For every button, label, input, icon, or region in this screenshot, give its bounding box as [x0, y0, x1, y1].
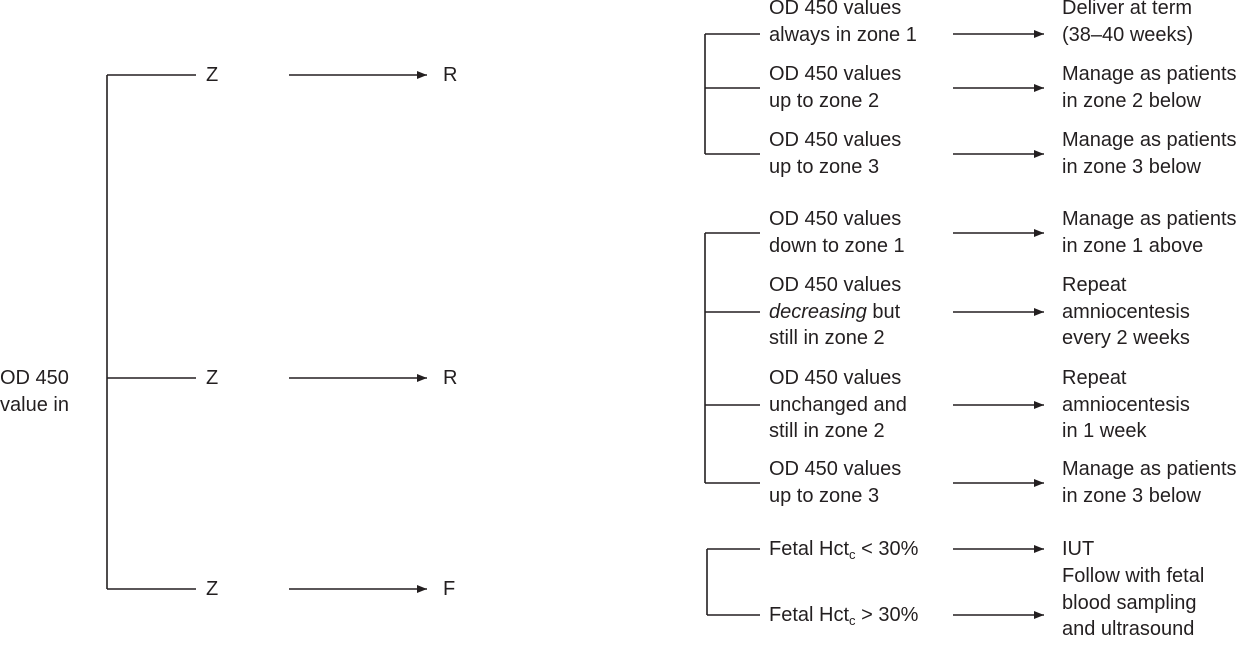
- condition-label: Fetal Hctc > 30%: [769, 602, 918, 629]
- condition-label: OD 450 values up to zone 3: [769, 127, 901, 180]
- condition-label-line: always in zone 1: [769, 23, 917, 46]
- result-label-line: Manage as patients: [1062, 63, 1237, 85]
- zone-label-3: Z: [206, 576, 218, 603]
- root-label-line: value in: [0, 393, 69, 416]
- condition-label-line: OD 450 values: [769, 458, 902, 480]
- result-label: IUT: [1062, 536, 1094, 563]
- result-label-line: blood sampling: [1062, 591, 1197, 614]
- zone-action-2: R: [443, 365, 457, 392]
- result-label-line: in zone 3 below: [1062, 155, 1201, 178]
- result-label-line: every 2 weeks: [1062, 327, 1190, 349]
- hct-text: Fetal Hct: [769, 537, 850, 560]
- result-label-line: Follow with fetal: [1062, 565, 1205, 587]
- result-label-line: in zone 2 below: [1062, 89, 1201, 112]
- condition-label-line: decreasing but: [769, 300, 901, 323]
- condition-label-line: up to zone 2: [769, 89, 880, 112]
- condition-label-line: OD 450 values: [769, 63, 902, 85]
- hct-subscript: c: [849, 546, 856, 562]
- zone-label-2: Z: [206, 365, 218, 392]
- zone-action-3: F: [443, 576, 455, 603]
- result-label: Manage as patients in zone 3 below: [1062, 127, 1237, 180]
- zone-label-3-line: Z: [206, 577, 219, 600]
- result-label: Deliver at term (38–40 weeks): [1062, 0, 1193, 48]
- condition-label: OD 450 values always in zone 1: [769, 0, 917, 48]
- condition-label-line: OD 450 values: [769, 208, 902, 230]
- condition-label: OD 450 values unchanged and still in zone …: [769, 365, 907, 445]
- zone-label-1-line: Z: [206, 63, 219, 86]
- result-label-line: Repeat: [1062, 367, 1127, 389]
- emphasis-text: decreasing: [769, 300, 867, 323]
- result-label-line: in zone 3 below: [1062, 484, 1201, 507]
- zone-label-2-line: Z: [206, 366, 219, 389]
- result-label-line: IUT: [1062, 537, 1095, 560]
- condition-label: OD 450 values up to zone 3: [769, 456, 901, 509]
- condition-label-line: OD 450 values: [769, 274, 902, 296]
- result-label-line: Manage as patients: [1062, 208, 1237, 230]
- result-label-line: and ultrasound: [1062, 618, 1195, 640]
- condition-label-line: up to zone 3: [769, 155, 880, 178]
- zone-action-2-line: R: [443, 366, 458, 389]
- root-label-line: OD 450: [0, 367, 69, 389]
- zone-label-1: Z: [206, 62, 218, 89]
- hct-threshold: > 30%: [855, 603, 919, 626]
- condition-label-line: still in zone 2: [769, 420, 885, 442]
- condition-label: OD 450 values up to zone 2: [769, 61, 901, 114]
- result-label: Manage as patients in zone 1 above: [1062, 206, 1237, 259]
- result-label-line: Manage as patients: [1062, 458, 1237, 480]
- condition-label-line: OD 450 values: [769, 0, 902, 19]
- result-label: Repeat amniocentesis every 2 weeks: [1062, 272, 1190, 352]
- condition-label: OD 450 values decreasing but still in zone…: [769, 272, 901, 352]
- condition-label-line: still in zone 2: [769, 327, 885, 349]
- zone-action-3-line: F: [443, 577, 456, 600]
- result-label: Manage as patients in zone 3 below: [1062, 456, 1237, 509]
- condition-label-line: up to zone 3: [769, 484, 880, 507]
- result-label: Manage as patients in zone 2 below: [1062, 61, 1237, 114]
- hct-text: Fetal Hct: [769, 603, 850, 626]
- condition-label-line: down to zone 1: [769, 234, 905, 257]
- result-label-line: amniocentesis: [1062, 393, 1190, 416]
- result-label-line: in 1 week: [1062, 420, 1147, 442]
- zone-action-1-line: R: [443, 63, 458, 86]
- result-label: Repeat amniocentesis in 1 week: [1062, 365, 1190, 445]
- condition-label-line: OD 450 values: [769, 367, 902, 389]
- zone-action-1: R: [443, 62, 457, 89]
- condition-label-line: unchanged and: [769, 393, 907, 416]
- result-label-line: Repeat: [1062, 274, 1127, 296]
- result-label: Follow with fetal blood sampling and ultra…: [1062, 563, 1204, 643]
- result-label-line: Manage as patients: [1062, 129, 1237, 151]
- condition-label-line: OD 450 values: [769, 129, 902, 151]
- result-label-line: in zone 1 above: [1062, 234, 1204, 257]
- result-label-line: amniocentesis: [1062, 300, 1190, 323]
- result-label-line: (38–40 weeks): [1062, 23, 1194, 46]
- result-label-line: Deliver at term: [1062, 0, 1193, 19]
- hct-subscript: c: [849, 612, 856, 628]
- condition-label: OD 450 values down to zone 1: [769, 206, 905, 259]
- root-label: OD 450 value in: [0, 365, 69, 418]
- condition-label: Fetal Hctc < 30%: [769, 536, 918, 563]
- hct-threshold: < 30%: [855, 537, 919, 560]
